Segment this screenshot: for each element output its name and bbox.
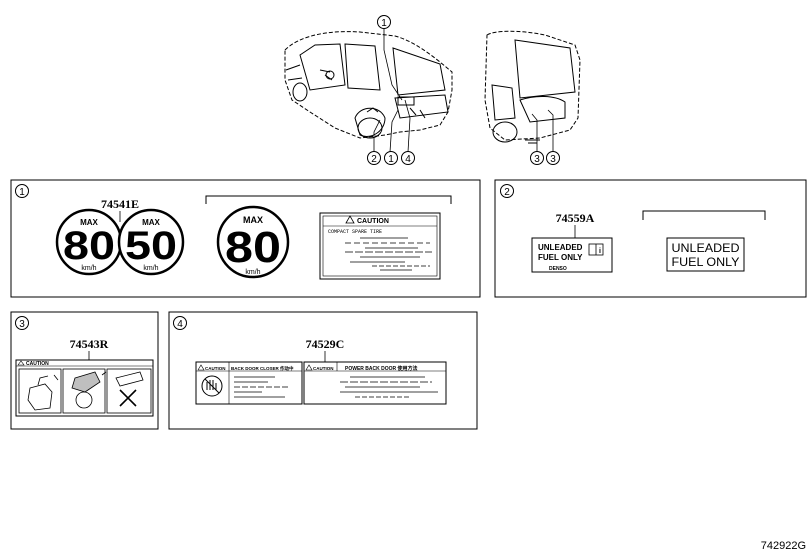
part-number-74559A: 74559A	[556, 211, 595, 225]
svg-text:3: 3	[19, 319, 25, 330]
svg-text:4: 4	[177, 319, 183, 330]
no-hand-icon	[201, 375, 223, 397]
speed-sign-80: MAX 80 km/h	[55, 208, 123, 276]
panel-2-callout: 2	[500, 184, 514, 198]
fuel-label-small: UNLEADED FUEL ONLY DENSO i	[531, 237, 613, 273]
figure-id: 742922G	[761, 540, 806, 552]
callout-2-vehicle: 2	[367, 151, 381, 165]
caution-label-pictogram: CAUTION	[15, 359, 154, 417]
svg-text:2: 2	[371, 154, 377, 165]
callout-4-vehicle: 4	[401, 151, 415, 165]
warning-triangle-icon	[345, 215, 355, 224]
caution-title: CAUTION	[357, 218, 389, 225]
callout-1-vehicle: 1	[384, 151, 398, 165]
vehicle-illustration-rear	[484, 30, 581, 144]
warning-triangle-icon	[17, 360, 25, 366]
sign-unit: km/h	[245, 269, 260, 276]
fuel-label-large: UNLEADED FUEL ONLY	[666, 237, 745, 272]
callout-1-top: 1	[377, 15, 391, 29]
svg-text:4: 4	[405, 154, 411, 165]
panel-2: 2 74559A UNLEADED FUEL ONLY DENSO i UNLE…	[494, 179, 807, 298]
sign-speed-value: 80	[63, 224, 115, 268]
svg-text:1: 1	[388, 154, 394, 165]
warning-triangle-icon	[197, 364, 205, 371]
svg-text:3: 3	[550, 154, 556, 165]
part-number-74543R: 74543R	[70, 337, 109, 351]
fuel-label-large-line2: FUEL ONLY	[672, 255, 740, 269]
caution-title: CAUTION	[26, 361, 49, 367]
panel-3: 3 74543R CAUTION	[10, 311, 159, 430]
caution-b-text-lines	[340, 376, 438, 398]
caution-label-compact-spare-tire: CAUTION COMPACT SPARE TIRE	[319, 212, 441, 280]
speed-sign-50: MAX 50 km/h	[117, 208, 185, 276]
variant-bracket	[205, 195, 452, 204]
variant-bracket	[642, 210, 766, 220]
svg-text:i: i	[599, 248, 601, 255]
part-number-74529C: 74529C	[306, 337, 345, 351]
fuel-label-large-line1: UNLEADED	[672, 241, 740, 255]
caution-a-text: BACK DOOR CLOSER 作动中	[231, 365, 294, 372]
speed-sign-80-single: MAX 80 km/h	[216, 205, 290, 279]
callout-3b-vehicle: 3	[546, 151, 560, 165]
sign-speed-value: 80	[225, 223, 281, 272]
sign-unit: km/h	[81, 265, 96, 272]
sign-max-label: MAX	[243, 215, 263, 225]
svg-text:2: 2	[504, 187, 510, 198]
fuel-label-small-text: DENSO	[549, 266, 567, 272]
part-number-74541E: 74541E	[101, 197, 139, 211]
manual-book-icon: i	[588, 243, 604, 256]
svg-text:1: 1	[19, 187, 25, 198]
sign-max-label: MAX	[80, 218, 98, 227]
caution-a-text-lines	[234, 376, 290, 398]
svg-text:1: 1	[381, 18, 387, 29]
fuel-label-line2: FUEL ONLY	[538, 253, 583, 262]
warning-triangle-icon	[305, 364, 313, 371]
leader-lines	[373, 28, 554, 153]
caution-a-title: CAUTION	[205, 366, 226, 371]
panel-4: 4 74529C CAUTION BACK DOOR CLOSER 作动中	[168, 311, 478, 430]
sign-unit: km/h	[143, 265, 158, 272]
svg-text:3: 3	[534, 154, 540, 165]
callout-3a-vehicle: 3	[530, 151, 544, 165]
caution-b-text: POWER BACK DOOR 使用方法	[345, 365, 418, 372]
vehicle-illustration-rear-three-quarter	[284, 31, 453, 139]
caution-label-power-back-door: CAUTION POWER BACK DOOR 使用方法	[303, 361, 447, 405]
panel-1-callout: 1	[15, 184, 29, 198]
panel-1: 1 74541E MAX 80 km/h MAX 50 km/h MAX 80 …	[10, 179, 481, 298]
fuel-label-line1: UNLEADED	[538, 243, 583, 252]
panel-4-callout: 4	[173, 316, 187, 330]
sign-speed-value: 50	[125, 224, 177, 268]
caution-b-title: CAUTION	[313, 366, 334, 371]
caution-subtitle: COMPACT SPARE TIRE	[328, 229, 382, 235]
panel-3-callout: 3	[15, 316, 29, 330]
caution-label-back-door-closer: CAUTION BACK DOOR CLOSER 作动中	[195, 361, 303, 405]
pictogram-illustrations	[18, 368, 152, 414]
caution-text-lines	[345, 237, 432, 271]
sign-max-label: MAX	[142, 218, 160, 227]
